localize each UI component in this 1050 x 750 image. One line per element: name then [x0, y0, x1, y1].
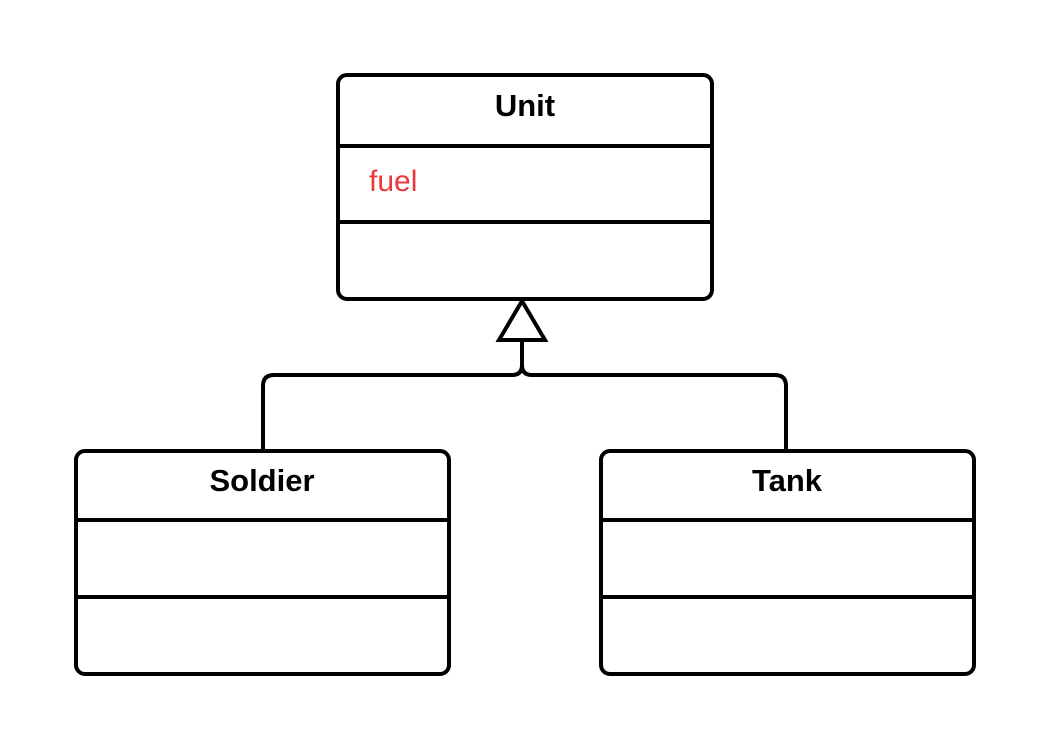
class-unit-attribute-fuel[interactable]: fuel	[369, 165, 417, 198]
inheritance-connectors	[261, 340, 788, 451]
class-unit-box	[336, 73, 714, 301]
class-soldier-name: Soldier	[209, 463, 314, 498]
class-soldier-box	[74, 449, 451, 676]
class-tank-name: Tank	[752, 463, 823, 498]
connector-soldier-to-unit	[261, 340, 524, 451]
class-unit-name: Unit	[495, 88, 555, 123]
class-tank[interactable]: Tank	[599, 449, 976, 676]
class-unit[interactable]: Unit fuel	[336, 73, 714, 301]
generalization-arrowhead	[495, 297, 549, 342]
class-tank-box	[599, 449, 976, 676]
connector-tank-to-unit	[520, 340, 788, 451]
class-soldier[interactable]: Soldier	[74, 449, 451, 676]
